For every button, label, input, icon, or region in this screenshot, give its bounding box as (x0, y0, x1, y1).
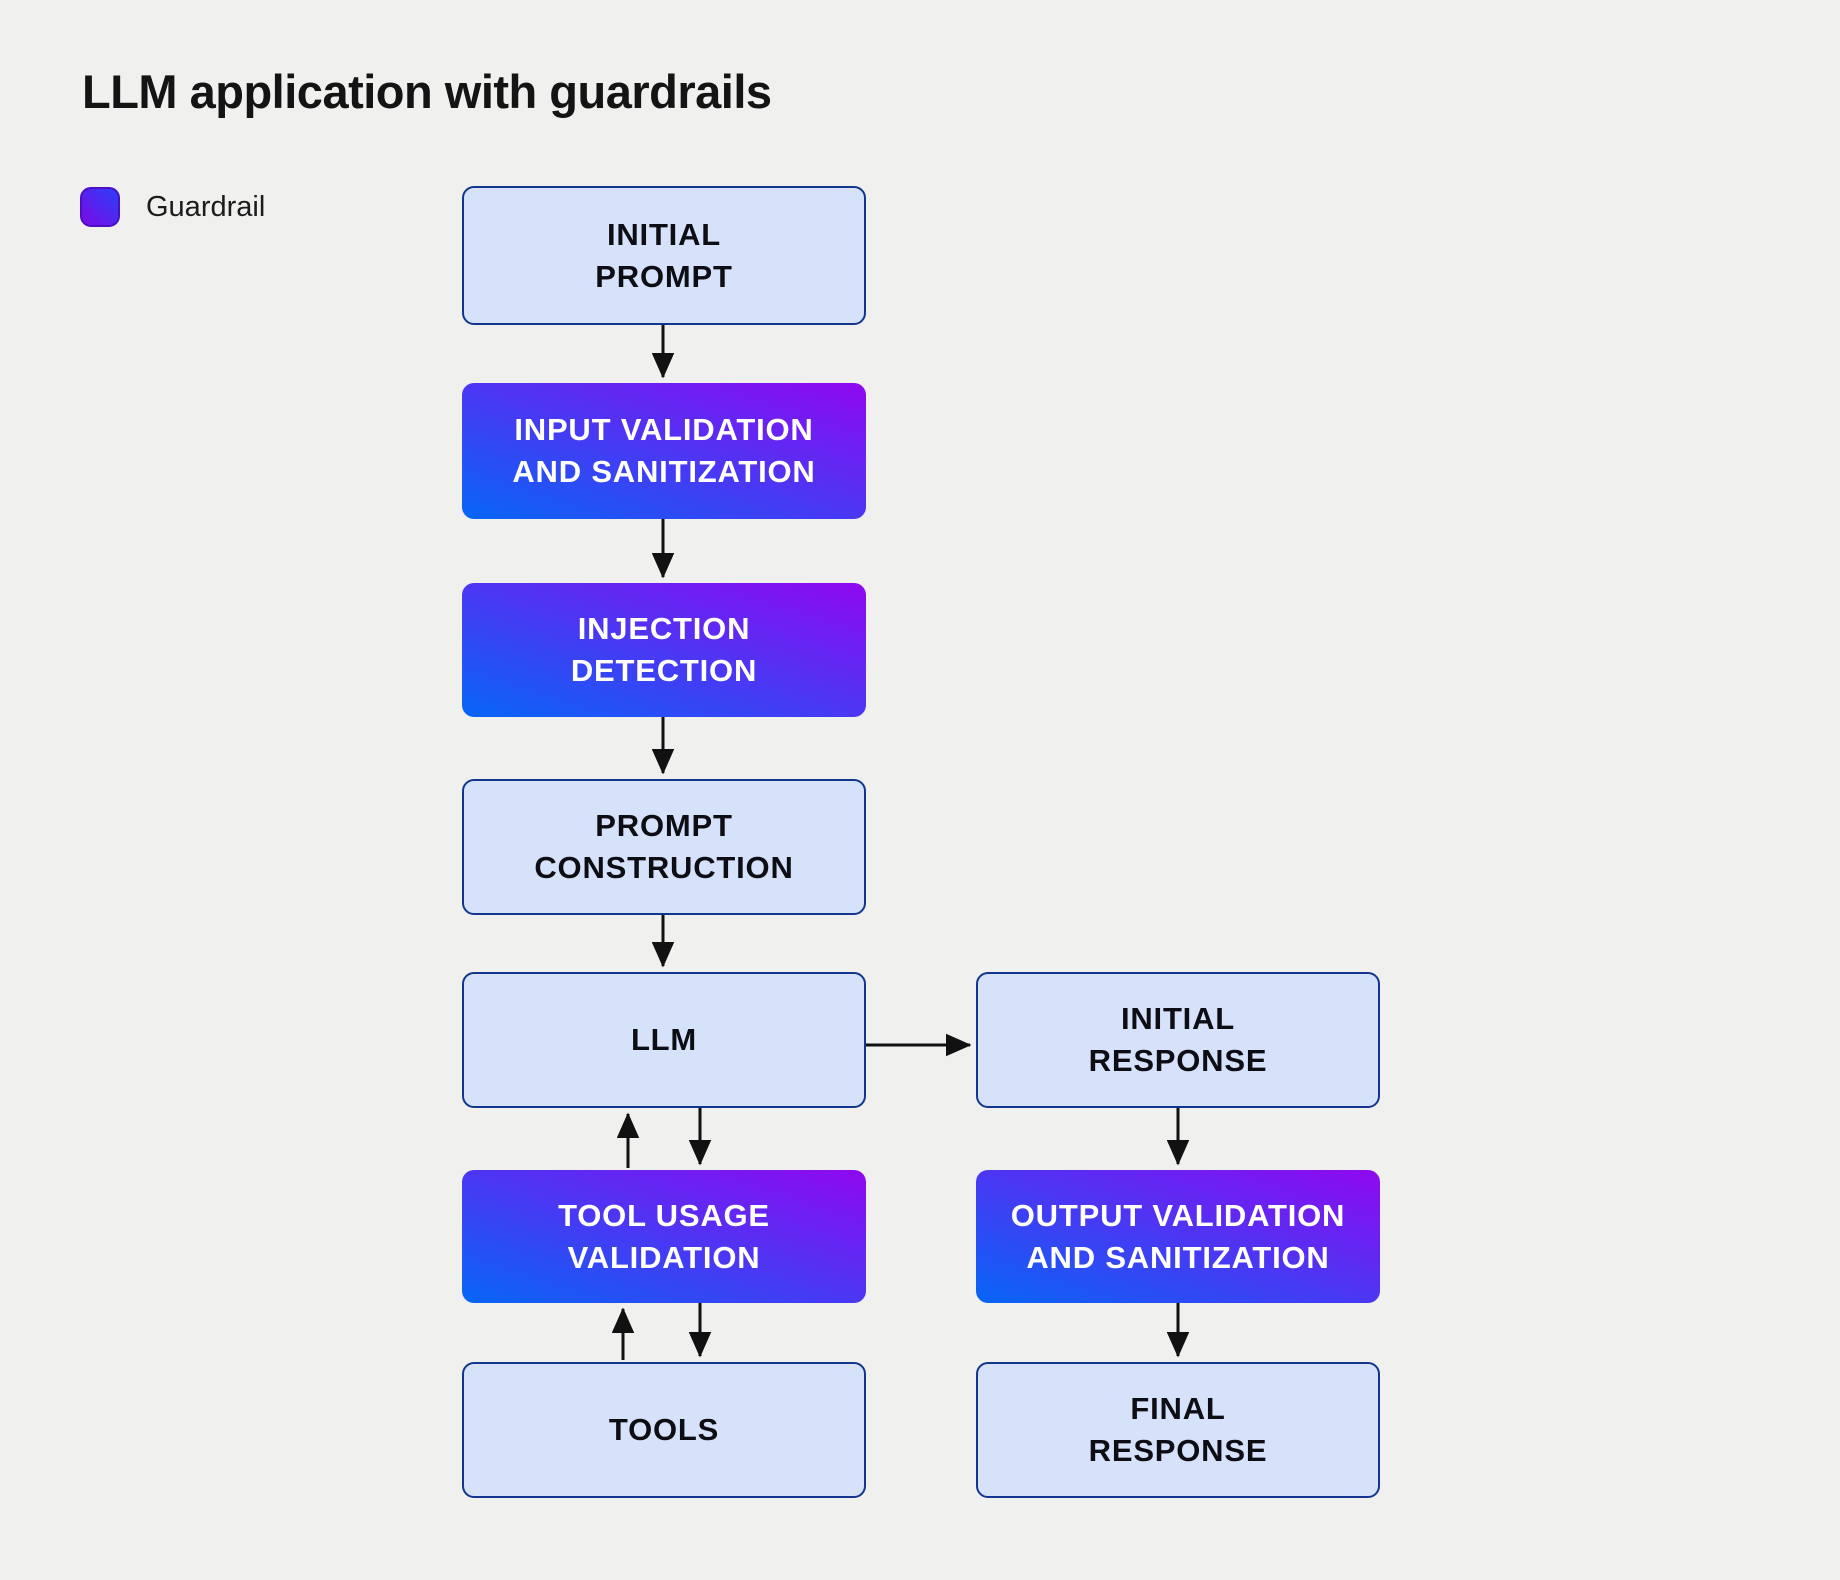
node-label: INITIAL RESPONSE (1088, 1001, 1268, 1078)
node-label: INITIAL PROMPT (595, 216, 733, 294)
node-label: PROMPT CONSTRUCTION (534, 808, 794, 885)
node-final-response: FINAL RESPONSE (976, 1362, 1380, 1498)
node-initial-prompt: INITIAL PROMPT (462, 186, 866, 325)
node-label: INJECTION DETECTION (570, 611, 758, 688)
legend-label: Guardrail (146, 190, 266, 223)
node-input-validation-and-sanitization: INPUT VALIDATION AND SANITIZATION (462, 383, 866, 519)
legend: Guardrail (80, 187, 265, 227)
node-prompt-construction: PROMPT CONSTRUCTION (462, 779, 866, 915)
node-label: TOOLS (608, 1412, 720, 1447)
node-label: FINAL RESPONSE (1088, 1391, 1268, 1468)
node-initial-response: INITIAL RESPONSE (976, 972, 1380, 1108)
page-title: LLM application with guardrails (82, 65, 772, 118)
node-tool-usage-validation: TOOL USAGE VALIDATION (462, 1170, 866, 1303)
node-output-validation-and-sanitization: OUTPUT VALIDATION AND SANITIZATION (976, 1170, 1380, 1303)
node-injection-detection: INJECTION DETECTION (462, 583, 866, 717)
node-label: OUTPUT VALIDATION AND SANITIZATION (1010, 1197, 1346, 1275)
node-llm: LLM (462, 972, 866, 1108)
node-tools: TOOLS (462, 1362, 866, 1498)
node-label: TOOL USAGE VALIDATION (558, 1197, 770, 1275)
node-label: LLM (630, 1022, 698, 1057)
node-label: INPUT VALIDATION AND SANITIZATION (512, 412, 816, 489)
guardrail-swatch-icon (80, 187, 120, 227)
